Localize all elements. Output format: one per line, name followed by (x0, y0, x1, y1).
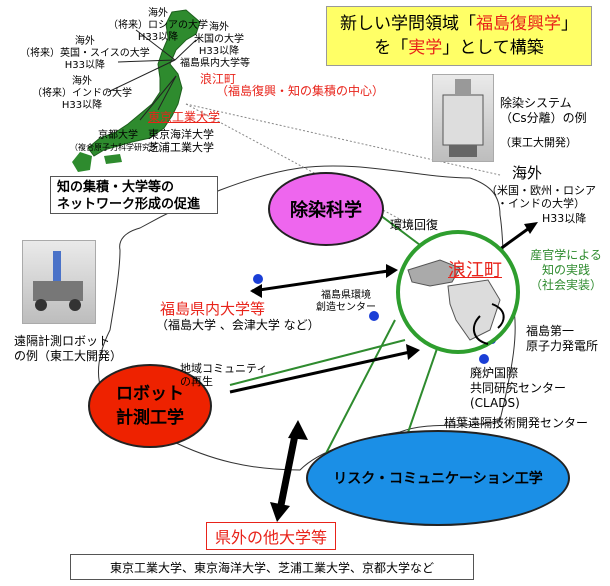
overseas-right-title: 海外 (512, 164, 543, 182)
center-namie-label: 浪江町 (448, 260, 502, 281)
robot-bubble: ロボット計測工学 (88, 364, 212, 448)
clads-dot (479, 354, 489, 364)
env-center-dot (369, 311, 379, 321)
title-line1-red: 福島復興学 (476, 14, 561, 34)
fukushima-env-center: 福島県環境創造センター (316, 290, 376, 313)
prefecture-outline (97, 165, 516, 471)
decon-dev: （東工大開発） (500, 136, 577, 149)
pref-univ-dot (253, 274, 263, 284)
overseas-right-countries: （米国・欧州・ロシア・インドの大学） (486, 184, 596, 210)
clads-label: 廃炉国際共同研究センター(CLADS) (470, 366, 567, 410)
title-line1-post: 」 (561, 14, 578, 34)
env-recovery: 環境回復 (390, 218, 439, 232)
robot-photo-caption: 遠隔計測ロボットの例（東工大開発） (14, 334, 123, 363)
title-line2-pre: を「 (374, 38, 409, 58)
japan-map (87, 9, 201, 157)
map-fukushima-univ: 福島県内大学等 (180, 58, 250, 69)
decon-science-bubble: 除染科学 (268, 172, 384, 246)
title-line2-post: 」として構築 (442, 38, 544, 58)
other-univ-label: 県外の他大学等 (206, 522, 337, 550)
map-namie: 浪江町 (200, 72, 237, 86)
title-line1-pre: 新しい学問領域「 (340, 14, 476, 34)
shikoku-map (104, 154, 122, 164)
naraha-label: 楢葉遠隔技術開発センター (444, 416, 589, 430)
decon-system-photo (432, 74, 494, 162)
risk-communication-bubble: リスク・コミュニケーション工学 (306, 430, 570, 526)
namie-shape (407, 259, 461, 287)
overseas-right-year: H33以降 (542, 212, 587, 225)
title-line2-red: 実学 (408, 38, 443, 58)
map-namie-sub: （福島復興・知の集積の中心） (216, 84, 385, 98)
community-label: 地域コミュニティの再生 (180, 362, 268, 388)
region-shape (447, 279, 501, 341)
robot-photo (22, 240, 96, 324)
map-tokyo-tech: 東京工業大学 (148, 110, 221, 124)
univ-list-box: 東京工業大学、東京海洋大学、芝浦工業大学、京都大学など (70, 554, 474, 580)
npp-label: 福島第一原子力発電所 (526, 324, 599, 353)
network-box: 知の集積・大学等のネットワーク形成の促進 (50, 176, 218, 214)
pref-univ-sub: （福島大学 、会津大学 など） (156, 318, 320, 332)
decon-caption: 除染システム（Cs分離）の例 (500, 96, 587, 125)
map-tokyo-group: 東京海洋大学芝浦工業大学 (148, 128, 214, 154)
pref-univ-label: 福島県内大学等 (160, 300, 266, 318)
industry-label: 産官学による知の実践（社会実装） (530, 248, 603, 292)
map-kyoto: 京都大学（複合原子力科学研究所） (70, 130, 166, 152)
title-box: 新しい学問領域「福島復興学」 を「実学」として構築 (326, 6, 592, 66)
kyushu-map (72, 152, 92, 172)
